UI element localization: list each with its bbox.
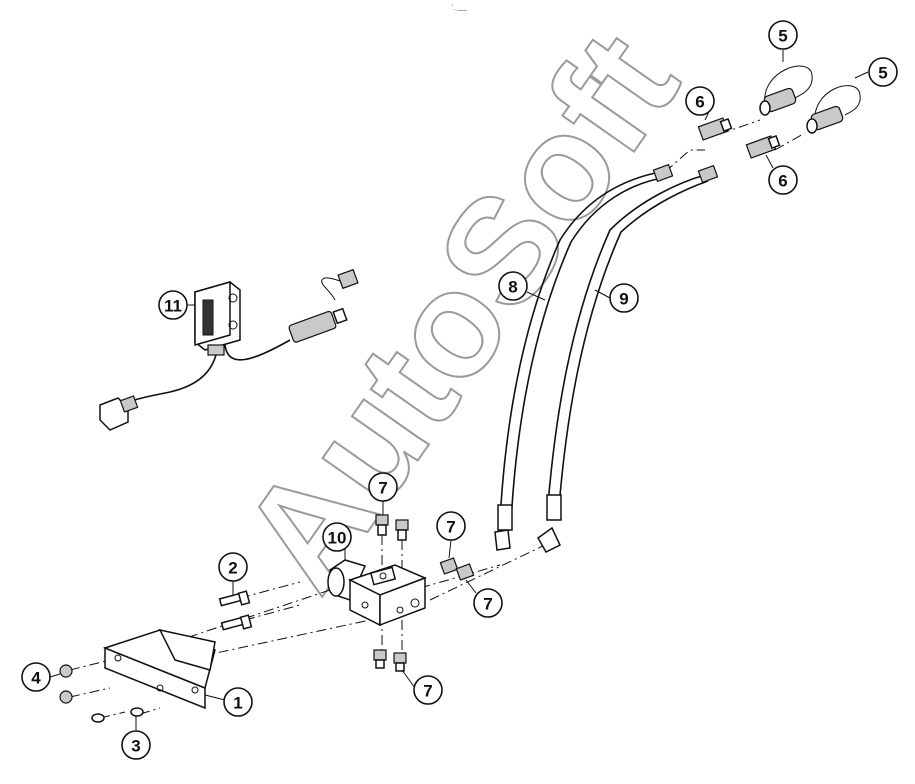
- callout-6-bottom: 6: [768, 165, 798, 195]
- svg-text:7: 7: [423, 682, 432, 701]
- bolts-part-2: [218, 590, 253, 631]
- screws-part-3: [91, 707, 144, 723]
- svg-text:10: 10: [328, 529, 347, 548]
- svg-text:9: 9: [619, 290, 628, 309]
- dust-caps-part-5: [759, 65, 861, 134]
- svg-text:11: 11: [164, 297, 182, 316]
- callout-7-mid: 7: [436, 511, 466, 541]
- leader-lines: [49, 50, 869, 730]
- svg-text:1: 1: [233, 694, 242, 713]
- svg-text:7: 7: [378, 479, 387, 498]
- callout-7-bottom: 7: [413, 675, 443, 705]
- callout-3: 3: [121, 730, 151, 760]
- valve-block-part-10: [327, 559, 427, 627]
- fittings-part-7: [373, 514, 475, 672]
- svg-text:7: 7: [446, 518, 455, 537]
- svg-text:5: 5: [878, 64, 887, 83]
- svg-text:5: 5: [778, 27, 787, 46]
- couplers-part-6: [697, 117, 781, 159]
- callout-6-top: 6: [685, 86, 715, 116]
- svg-text:7: 7: [483, 595, 492, 614]
- callout-5-top: 5: [768, 20, 798, 50]
- svg-text:8: 8: [508, 278, 517, 297]
- callout-2: 2: [218, 552, 248, 582]
- callout-7-right: 7: [473, 588, 503, 618]
- svg-text:3: 3: [131, 737, 140, 756]
- svg-text:6: 6: [695, 93, 704, 112]
- nuts-part-4: [59, 664, 73, 704]
- callout-8: 8: [498, 271, 528, 301]
- callout-1: 1: [223, 687, 253, 717]
- callout-9: 9: [609, 283, 639, 313]
- svg-text:2: 2: [228, 559, 237, 578]
- sensor-harness-part-11: [99, 268, 359, 431]
- hose-part-8: [494, 163, 674, 551]
- svg-text:4: 4: [31, 669, 41, 688]
- svg-text:6: 6: [778, 172, 787, 191]
- callout-11: 11: [158, 290, 188, 320]
- callout-5-right: 5: [868, 57, 898, 87]
- header-mark: ʽˍ ___: [452, 5, 468, 11]
- hose-part-9: [537, 164, 719, 553]
- callout-7-top: 7: [368, 472, 398, 502]
- callout-4: 4: [21, 662, 51, 692]
- bracket-part-1: [102, 628, 216, 710]
- callout-10: 10: [322, 522, 352, 552]
